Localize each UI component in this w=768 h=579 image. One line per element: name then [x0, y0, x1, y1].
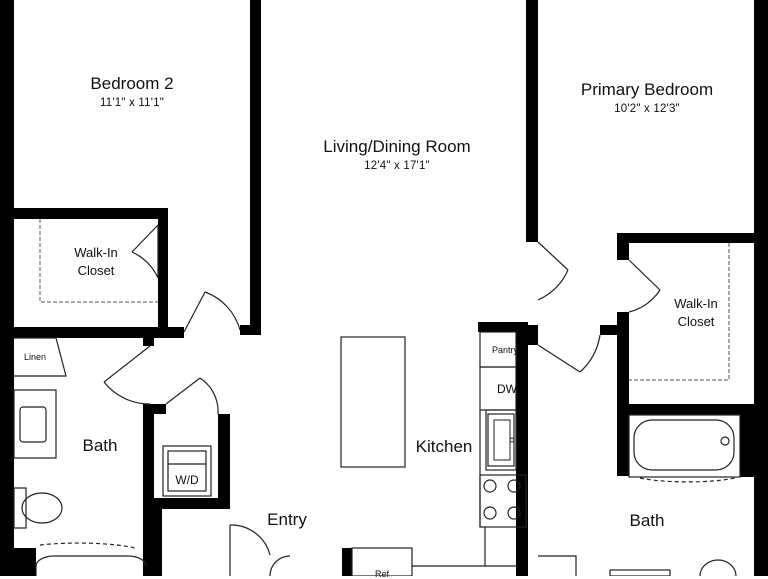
left-bath-fixtures — [13, 337, 147, 576]
living-dining-dimensions: 12'4" x 17'1" — [364, 160, 430, 172]
kitchen-sink — [493, 419, 515, 461]
kitchen-island — [340, 336, 406, 468]
walk-in-closet-left-line2: Closet — [77, 263, 115, 278]
primary-bedroom-dimensions: 10'2" x 12'3" — [614, 103, 680, 115]
primary-bedroom-label: Primary Bedroom 10'2" x 12'3" — [581, 80, 713, 115]
walk-in-closet-right-line1: Walk-In — [674, 296, 718, 311]
right-bath-fixtures — [538, 414, 741, 576]
walk-in-closet-left-line1: Walk-In — [74, 245, 118, 260]
bath-left-label: Bath — [82, 436, 118, 455]
pantry-label: Pantry — [491, 345, 519, 355]
living-dining-label: Living/Dining Room 12'4" x 17'1" — [323, 137, 470, 172]
kitchen-label: Kitchen — [415, 437, 473, 456]
entry-label: Entry — [267, 510, 307, 529]
closet-shelves — [39, 219, 730, 381]
primary-bedroom-name: Primary Bedroom — [580, 80, 714, 99]
bedroom-2-label: Bedroom 2 11'1" x 11'1" — [90, 74, 173, 109]
walk-in-closet-right-line2: Closet — [677, 314, 715, 329]
walk-in-closet-left-label: Walk-In Closet — [74, 244, 118, 280]
door-swings — [103, 224, 661, 576]
bedroom-2-name: Bedroom 2 — [90, 74, 174, 93]
bath-right-label: Bath — [629, 511, 665, 530]
kitchen-counters — [351, 331, 527, 576]
washer-dryer-label: W/D — [175, 473, 199, 487]
walk-in-closet-right-label: Walk-In Closet — [674, 295, 718, 331]
dishwasher-label: DW — [497, 382, 517, 396]
bedroom-2-dimensions: 11'1" x 11'1" — [100, 97, 164, 109]
linen-label: Linen — [23, 352, 47, 362]
washer-dryer-unit — [162, 445, 212, 497]
refrigerator-label: Ref — [374, 569, 390, 579]
living-dining-name: Living/Dining Room — [323, 137, 471, 156]
